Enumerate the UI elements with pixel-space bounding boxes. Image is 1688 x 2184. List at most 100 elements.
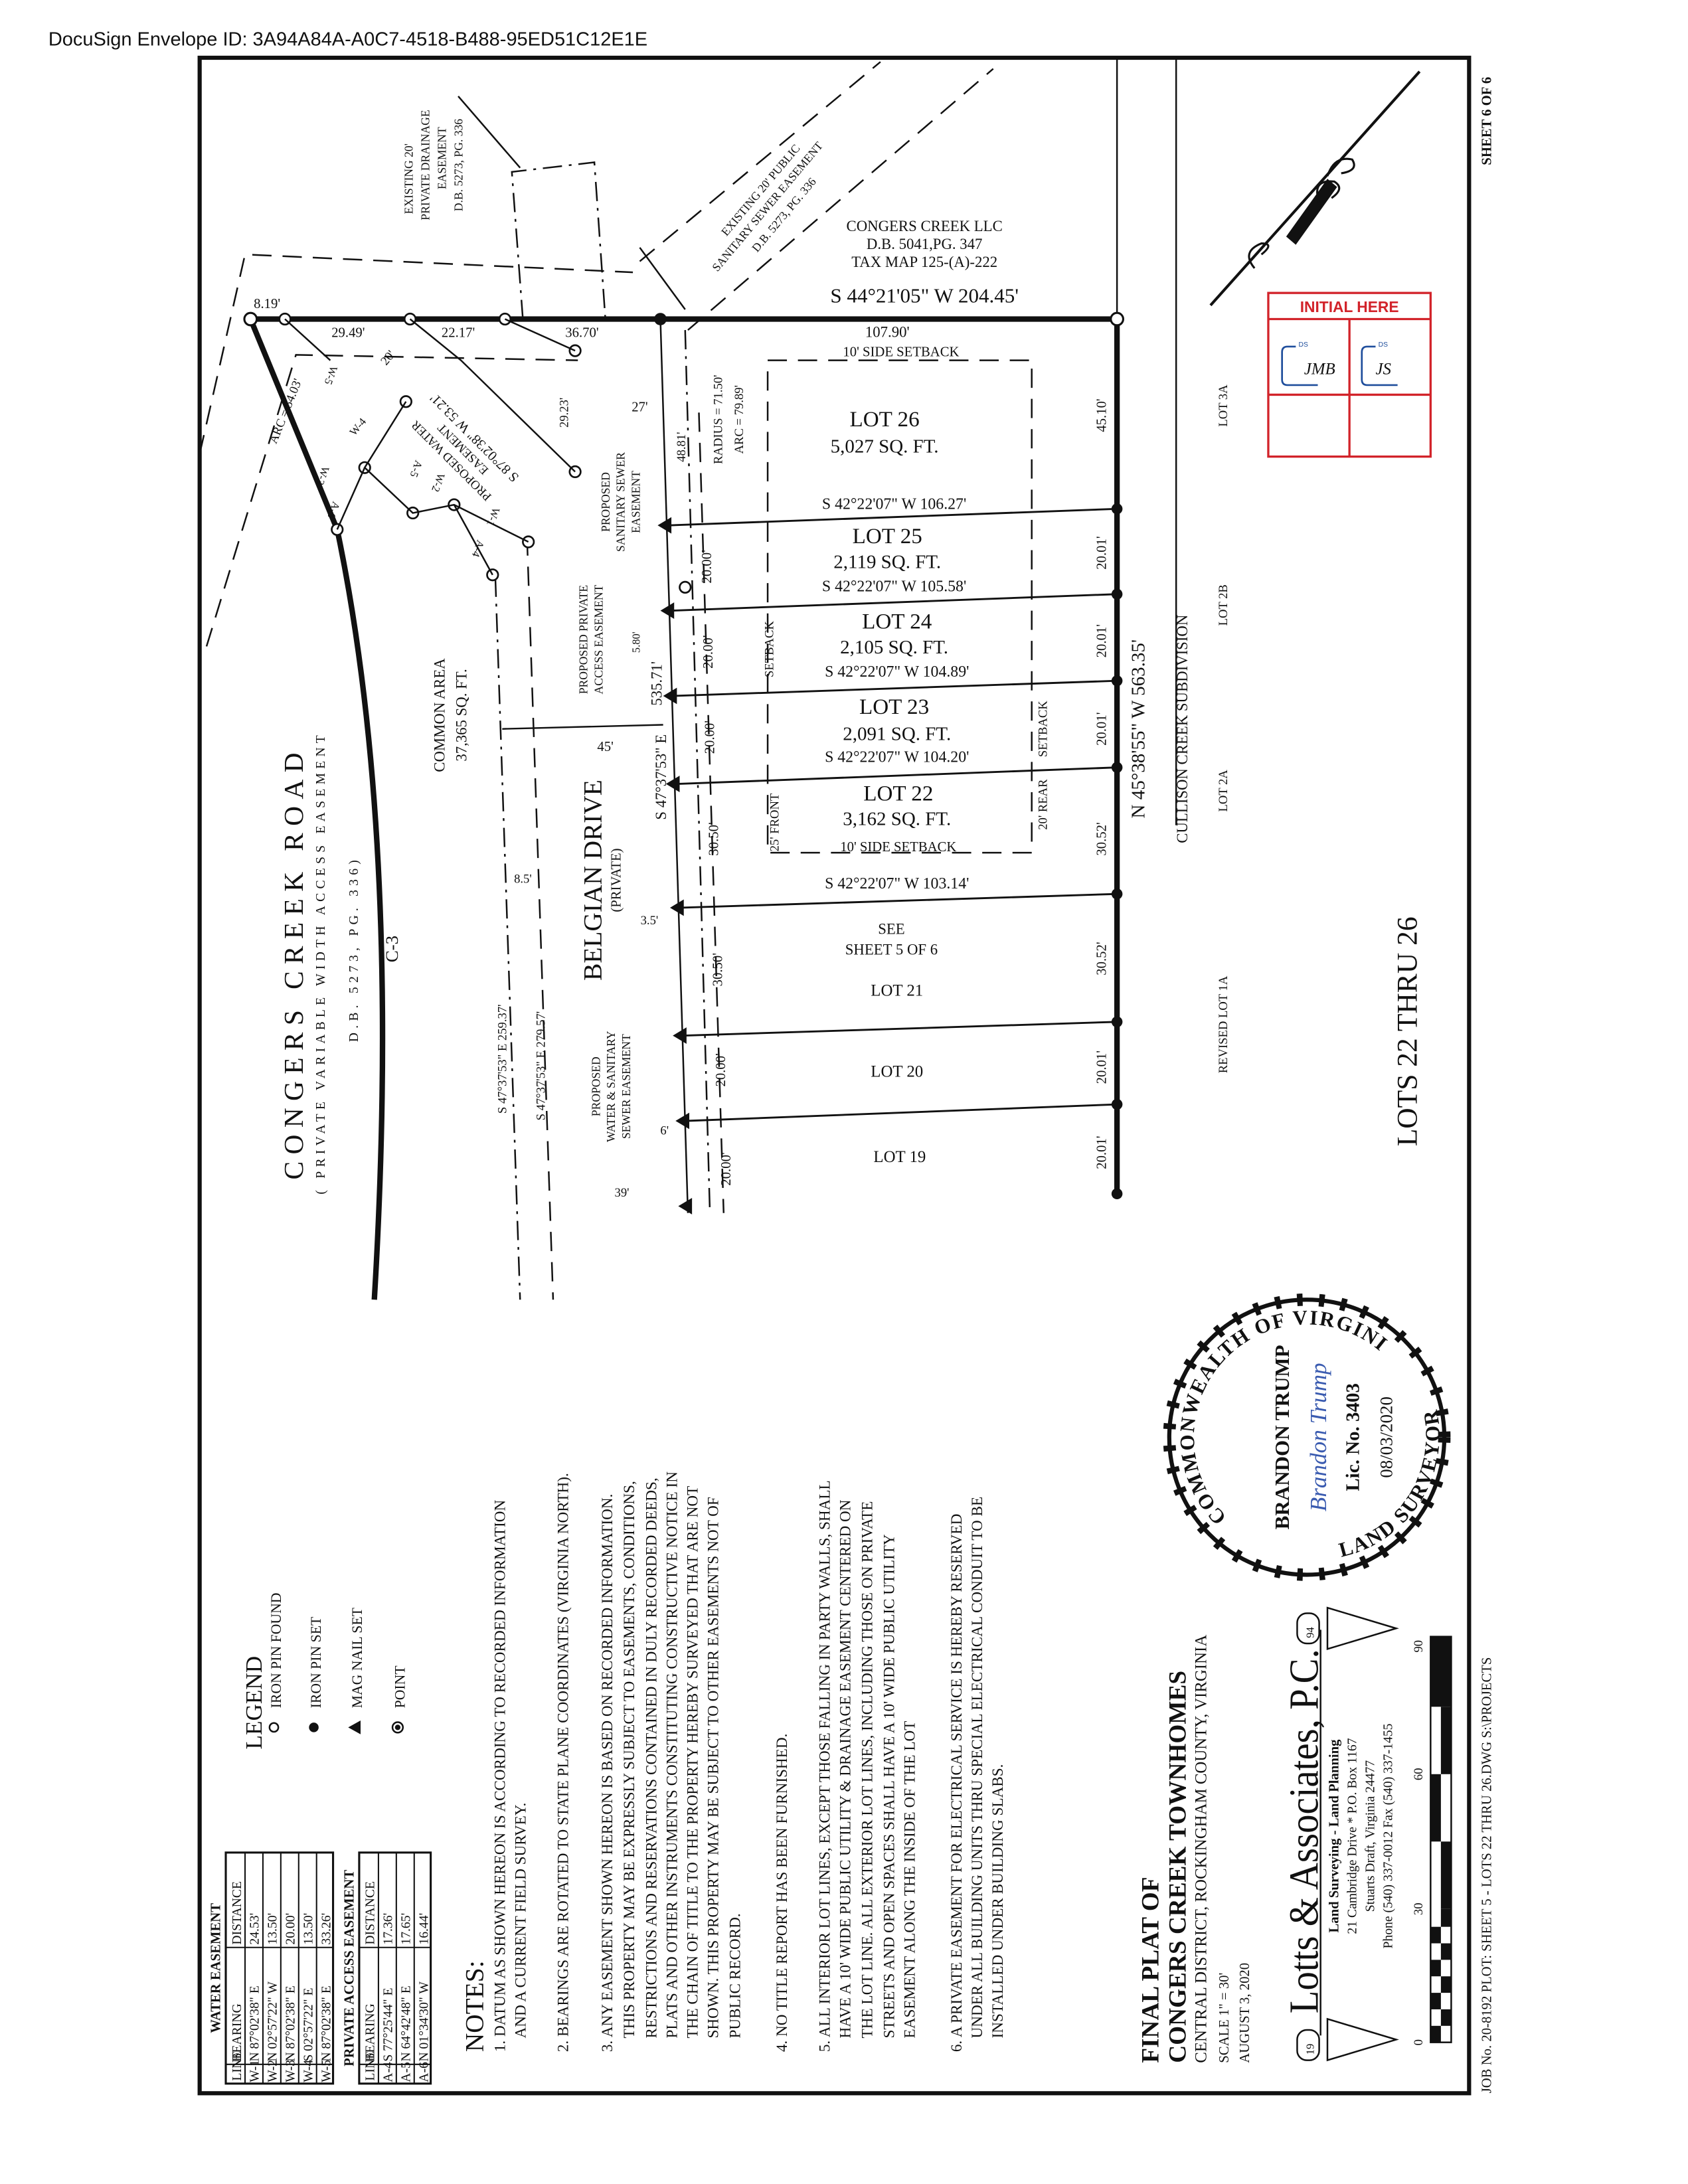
plat-scale: SCALE 1" = 30' [1217, 1973, 1232, 2063]
front-dim: 20.00' [703, 720, 717, 754]
table-cell: W-3 [284, 2060, 298, 2082]
building-setback-box [766, 359, 1033, 854]
water-sewer-easement-label: WATER & SANITARY [604, 1031, 618, 1142]
lot-25-area: 2,119 SQ. FT. [833, 551, 941, 572]
legend-label: IRON PIN SET [308, 1617, 324, 1709]
point-label: W-1 [484, 506, 503, 528]
note-line: 5. ALL INTERIOR LOT LINES, EXCEPT THOSE … [816, 1480, 833, 2052]
table-cell: 17.36' [381, 1913, 396, 1945]
road-arc-boundary [248, 317, 386, 1300]
note-line: AND A CURRENT FIELD SURVEY. [513, 1803, 530, 2039]
lots-title: LOTS 22 THRU 26 [1392, 916, 1424, 1146]
notes-title: NOTES: [460, 1960, 489, 2052]
table-cell: A-6 [416, 2062, 431, 2082]
note-line: 6. A PRIVATE EASEMENT FOR ELECTRICAL SER… [948, 1514, 966, 2053]
docusign-envelope-id: DocuSign Envelope ID: 3A94A84A-A0C7-4518… [48, 29, 647, 50]
point-label: W-2 [429, 471, 448, 493]
rear-dim: 30.52' [1095, 822, 1110, 855]
table-cell: 17.65' [399, 1913, 414, 1945]
firm-logo: 19 94 Lotts & Associates, P.C. [1282, 1606, 1399, 2062]
front-dim: 30.50' [711, 953, 726, 986]
iron-pin-found-icon [268, 1722, 280, 1733]
table-cell: 16.44' [416, 1913, 431, 1945]
sewer-easement-line [639, 61, 881, 262]
note-line: 2. BEARINGS ARE ROTATED TO STATE PLANE C… [555, 1473, 572, 2052]
iron-pin-set-icon [654, 313, 667, 325]
column-header: BEARING [230, 2003, 244, 2061]
legend-label: MAG NAIL SET [349, 1608, 365, 1708]
note-line: UNDER ALL BUILDING UNITS THRU SPECIAL EL… [969, 1497, 986, 2039]
drainage-easement-label: EASEMENT [435, 127, 448, 189]
plat-drawing [199, 57, 1177, 1300]
access-easement-table: PRIVATE ACCESS EASEMENT LINE BEARING DIS… [343, 1851, 432, 2085]
dim-label: 48.81' [675, 432, 689, 462]
table-cell: 24.53' [248, 1913, 262, 1945]
lot-19-label: LOT 19 [873, 1148, 926, 1166]
sewer-easement-line [698, 412, 725, 1213]
water-easement-table: WATER EASEMENT LINE BEARING DISTANCE W-1… [209, 1851, 335, 2085]
initials-box-2[interactable]: JS [1376, 360, 1392, 378]
water-easement-traverse [284, 318, 576, 576]
dim-label: 27' [632, 400, 647, 414]
iron-pin-set-icon [1111, 888, 1123, 900]
adjoiner-tax-map: TAX MAP 125-(A)-222 [851, 254, 997, 270]
common-area-label: COMMON AREA [431, 658, 448, 772]
lot-23-bearing: S 42°22'07" W 104.20' [825, 748, 969, 766]
neighbor-lot-1a: REVISED LOT 1A [1217, 975, 1230, 1073]
column-header: DISTANCE [363, 1881, 378, 1945]
iron-pin-set-icon [1111, 675, 1123, 687]
lot-25-bearing: S 42°22'07" W 105.58' [822, 578, 966, 596]
sanitary-sewer-label: EASEMENT [629, 471, 642, 533]
note-line: THIS PROPERTY MAY BE EXPRESSLY SUBJECT T… [621, 1481, 638, 2038]
firm-tagline: Land Surveying - Land Planning [1327, 1739, 1342, 1933]
adjoiner-deed: D.B. 5041,PG. 347 [867, 236, 983, 252]
road-name: CONGERS CREEK ROAD [278, 746, 309, 1179]
sewer-easement-label: SANITARY SEWER EASEMENT [709, 139, 825, 274]
rear-dim: 30.52' [1095, 942, 1110, 975]
easement-dashed-line [199, 253, 633, 454]
lot-24-label: LOT 24 [862, 610, 932, 634]
point-label: A-5 [408, 459, 426, 479]
front-setback-label: 25' FRONT [768, 793, 782, 851]
logo-year-right: 94 [1304, 1626, 1316, 1638]
mag-nail-icon [665, 776, 680, 792]
iron-pin-set-icon [1111, 1188, 1123, 1200]
seal-signature: Brandon Trump [1306, 1363, 1331, 1511]
lot-26-bearing: S 42°22'07" W 106.27' [822, 495, 966, 513]
sheet-number: SHEET 6 OF 6 [1479, 77, 1494, 165]
plat-location: CENTRAL DISTRICT, ROCKINGHAM COUNTY, VIR… [1193, 1635, 1211, 2063]
iron-pin-set-icon [1111, 1016, 1123, 1028]
table-cell: A-5 [399, 2062, 414, 2082]
rear-dim: 20.01' [1095, 713, 1110, 746]
iron-pin-found-icon [243, 311, 258, 327]
neighbor-lot-3a: LOT 3A [1217, 384, 1230, 427]
see-sheet-label: SHEET 5 OF 6 [845, 941, 938, 958]
lot-22-bearing: S 42°22'07" W 103.14' [825, 875, 969, 892]
ds-label: DS [1379, 341, 1388, 349]
table-cell: N 01°34'30" W [416, 1981, 431, 2062]
dim-107-90: 107.90' [865, 323, 910, 340]
adjoiner-owner: CONGERS CREEK LLC [847, 218, 1003, 234]
front-dim: 20.00' [719, 1152, 734, 1185]
belgian-drive-private: (PRIVATE) [609, 848, 624, 912]
leader-line [458, 96, 521, 169]
setback-label: SETBACK [1036, 701, 1050, 757]
table-title: WATER EASEMENT [209, 1903, 224, 2033]
table-cell: N 87°02'38" E [284, 1985, 298, 2061]
mag-nail-icon [663, 687, 677, 705]
lot-23-area: 2,091 SQ. FT. [843, 723, 951, 744]
offset-line-label: S 47°37'53" E 279.57' [535, 1011, 549, 1121]
road-subtitle: ( PRIVATE VARIABLE WIDTH ACCESS EASEMENT [313, 731, 328, 1195]
dim-label: 36.70' [565, 325, 598, 340]
firm-phone: Phone (540) 337-0012 Fax (540) 337-1455 [1381, 1723, 1395, 1948]
legend: LEGEND IRON PIN FOUND IRON PIN SET MAG N… [241, 1592, 408, 1749]
table-cell: 33.26' [319, 1913, 333, 1945]
table-cell: N 02°57'22" W [266, 1981, 280, 2062]
access-easement-label: PROPOSED PRIVATE [577, 585, 590, 694]
common-area-size: 37,365 SQ. FT. [453, 669, 469, 761]
note-line: STREETS AND OPEN SPACES SHALL HAVE A 10'… [881, 1534, 898, 2038]
table-cell: 20.00' [284, 1913, 298, 1945]
initials-box-1[interactable]: JMB [1304, 360, 1335, 378]
scale-label: 60 [1412, 1768, 1426, 1780]
drainage-easement-label: D.B. 5273, PG. 336 [452, 119, 465, 212]
